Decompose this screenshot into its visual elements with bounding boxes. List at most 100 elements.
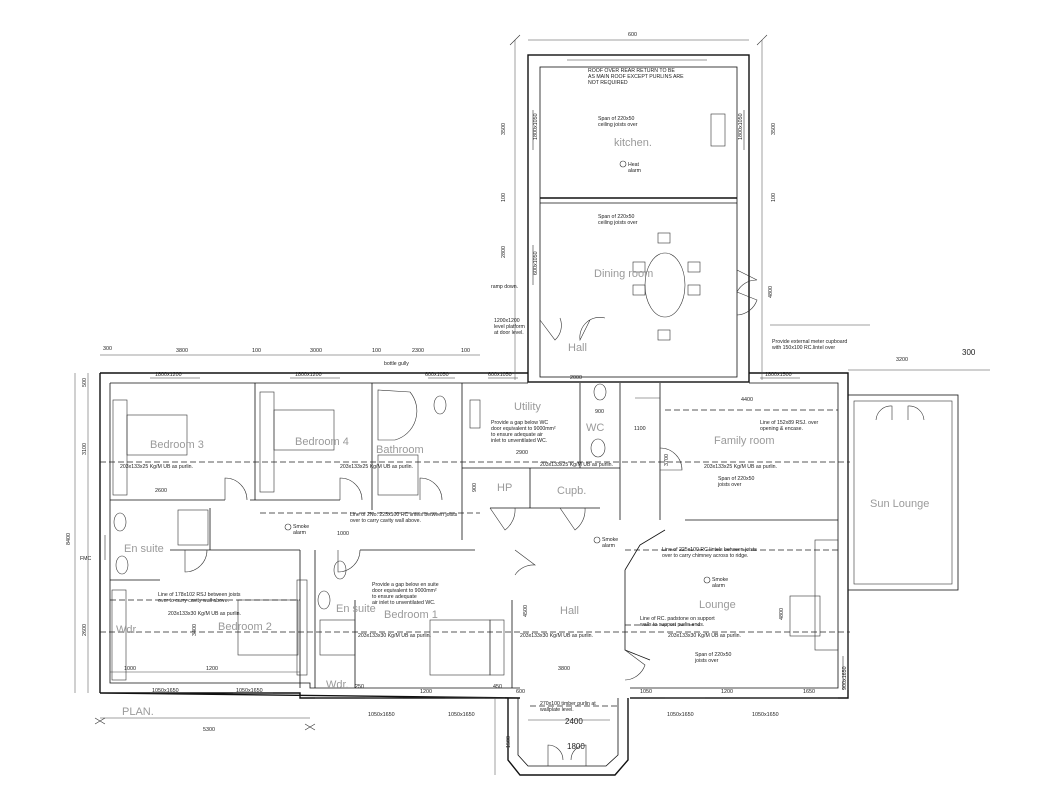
- note-water-1: Provide external meter cupboard: [772, 339, 847, 345]
- dim-450: 450: [493, 684, 502, 690]
- dim-3500b: 3500: [771, 123, 777, 135]
- note-dining-span-1: Span of 220x50: [598, 214, 634, 220]
- note-purlin-2: 203x133x25 Kg/M UB as purlin.: [340, 464, 413, 470]
- dim-3800: 3800: [176, 348, 188, 354]
- note-family-span-2: joists over: [717, 482, 742, 488]
- dim-300b: 300: [103, 346, 112, 352]
- dim-100a: 100: [501, 193, 507, 202]
- plan-label: PLAN.: [122, 706, 154, 718]
- note-lounge-span-1: Span of 220x50: [695, 652, 731, 658]
- room-wardrobe-1: Wdr.: [116, 624, 139, 636]
- dim-1200a: 1200: [206, 666, 218, 672]
- note-purlin-7: 203x133x30 Kg/M UB as purlin.: [520, 633, 593, 639]
- dim-2600b: 2600: [82, 624, 88, 636]
- note-heat-2: alarm: [628, 168, 641, 174]
- dim-3200: 3200: [896, 357, 908, 363]
- note-gap-4: inlet to unventilated WC.: [491, 438, 547, 444]
- doors: [184, 269, 925, 766]
- room-hall-top: Hall: [568, 342, 587, 354]
- note-timber-1: 270x100 timber purlin at: [540, 701, 596, 707]
- dim-300: 300: [962, 348, 976, 357]
- dim-1050x1650f: 1050x1650: [752, 712, 779, 718]
- dim-4800b: 4800: [779, 608, 785, 620]
- break-markers: [94, 34, 768, 731]
- note-lintel-3: Line of 225x100 RC lintels between joist…: [662, 547, 757, 553]
- note-smoke-3: Smoke: [602, 537, 618, 543]
- dim-2600a: 2600: [155, 488, 167, 494]
- dim-1000b: 1000: [124, 666, 136, 672]
- dim-1500: 1500: [506, 736, 512, 748]
- dim-1050x1650d: 1050x1650: [448, 712, 475, 718]
- note-smoke-2: alarm: [293, 530, 306, 536]
- room-utility: Utility: [514, 401, 541, 413]
- dimension-lines: [74, 39, 990, 775]
- dim-1050x1650c: 1050x1650: [368, 712, 395, 718]
- note-gap-7: to ensure adequate: [372, 594, 417, 600]
- note-rsj-2: opening & encase.: [760, 426, 803, 432]
- dim-600x1050a: 600x1050: [425, 372, 449, 378]
- dim-3700: 3700: [664, 454, 670, 466]
- room-bathroom: Bathroom: [376, 444, 424, 456]
- dim-250: 250: [355, 684, 364, 690]
- alarm-symbols: [284, 160, 711, 584]
- room-lounge: Lounge: [699, 599, 736, 611]
- note-smoke-4: alarm: [602, 543, 615, 549]
- dim-900b: 900: [472, 483, 478, 492]
- room-hp: HP: [497, 482, 512, 494]
- room-wc: WC: [586, 422, 604, 434]
- dim-1800x1500: 1800x1500: [765, 372, 792, 378]
- dim-1800x1050a: 1800x1050: [533, 113, 539, 140]
- dim-100d: 100: [372, 348, 381, 354]
- dim-2400: 2400: [565, 717, 583, 726]
- note-gap-1: Provide a gap below WC: [491, 420, 548, 426]
- note-ramp: ramp down.: [491, 284, 518, 290]
- dim-3500a: 3500: [501, 123, 507, 135]
- dim-5300: 5300: [203, 727, 215, 733]
- room-sun-lounge: Sun Lounge: [870, 498, 929, 510]
- dim-8400: 8400: [66, 533, 72, 545]
- note-fmc: FMC: [80, 556, 91, 562]
- note-roof-1: ROOF OVER REAR RETURN TO BE: [588, 68, 675, 74]
- rear-wing-outer-wall: [527, 54, 750, 383]
- fixtures: [111, 113, 839, 681]
- note-gap-2: door equivalent to 9000mm²: [491, 426, 556, 432]
- dim-3000a: 3000: [310, 348, 322, 354]
- note-gap-8: air inlet to unventilated WC.: [372, 600, 435, 606]
- sun-lounge-frame: [847, 394, 959, 591]
- dimension-labels: 600 3500 3500 100 100 2800 4800 300 3200…: [66, 32, 976, 751]
- note-padstone-2: walls to support purlin ends.: [640, 622, 704, 628]
- note-smoke-1: Smoke: [293, 524, 309, 530]
- dim-1050x1650b: 1050x1650: [236, 688, 263, 694]
- dim-3100: 3100: [82, 443, 88, 455]
- dim-3800b: 3800: [558, 666, 570, 672]
- note-roof-3: NOT REQUIRED: [588, 80, 628, 86]
- note-purlin-5: 203x133x30 Kg/M UB as purlin.: [168, 611, 241, 617]
- room-wardrobe-2: Wdr.: [326, 679, 349, 691]
- dim-3400: 3400: [192, 624, 198, 636]
- note-purlin-6: 203x133x30 Kg/M UB as purlin.: [358, 633, 431, 639]
- main-inner-wall: [109, 382, 839, 689]
- room-dining: Dining room: [594, 268, 653, 280]
- dim-500: 500: [82, 378, 88, 387]
- note-roof-2: AS MAIN ROOF EXCEPT PURLINS ARE: [588, 74, 684, 80]
- note-gap-5: Provide a gap below en suite: [372, 582, 439, 588]
- note-lintel-4: over to carry chimney across to ridge.: [662, 553, 749, 559]
- dim-1800x1200a: 1800x1200: [155, 372, 182, 378]
- note-platform-2: level platform: [494, 324, 525, 330]
- note-kitchen-span-1: Span of 220x50: [598, 116, 634, 122]
- note-lounge-span-2: joists over: [694, 658, 719, 664]
- dim-1100: 1100: [634, 426, 646, 432]
- note-timber-2: wallplate level.: [540, 707, 574, 713]
- dim-600x1050b: 600x1050: [488, 372, 512, 378]
- note-platform-1: 1200x1200: [494, 318, 520, 324]
- dim-1200b: 1200: [420, 689, 432, 695]
- dim-4400: 4400: [741, 397, 753, 403]
- dim-1800: 1800: [567, 742, 585, 751]
- note-family-span-1: Span of 220x50: [718, 476, 754, 482]
- dim-1050: 1050: [640, 689, 652, 695]
- note-rsj-3: Line of 178x102 RSJ between joists: [158, 592, 241, 598]
- note-platform-3: at door level.: [494, 330, 524, 336]
- annotation-notes: ROOF OVER REAR RETURN TO BE AS MAIN ROOF…: [80, 68, 847, 713]
- room-kitchen: kitchen.: [614, 137, 652, 149]
- note-dining-span-2: ceiling joists over: [598, 220, 638, 226]
